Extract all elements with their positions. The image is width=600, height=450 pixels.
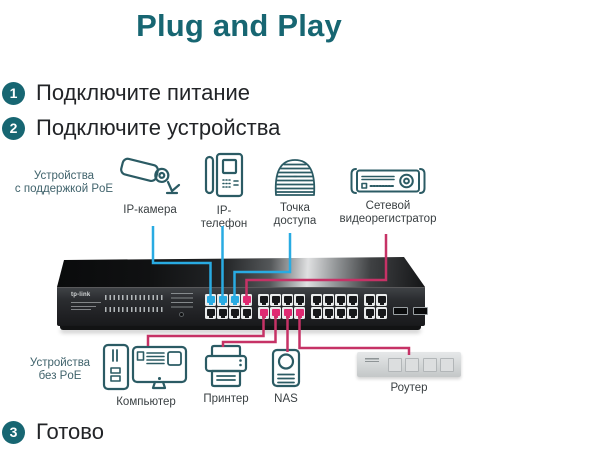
poe-group-label-line1: Устройства — [33, 170, 95, 182]
port — [335, 294, 346, 306]
ip-camera-label: IP-камера — [123, 204, 177, 216]
port — [282, 294, 293, 306]
port-blue — [217, 294, 228, 306]
port-group-2 — [258, 294, 305, 319]
sfp-slots — [393, 307, 428, 315]
non-poe-group-label-line1: Устройства — [29, 357, 91, 369]
router-label: Роутер — [390, 382, 428, 394]
ip-phone-icon — [204, 152, 244, 200]
port — [270, 294, 281, 306]
step-2: 2 Подключите устройства — [2, 115, 280, 141]
switch-brand-logo: tp-link — [71, 292, 91, 298]
poe-group-label-line2: с поддержкой PoE — [14, 183, 114, 195]
step-1: 1 Подключите питание — [2, 80, 250, 106]
port-blue — [205, 294, 216, 306]
device-ip-phone: IP-телефон — [196, 152, 252, 231]
switch-led-row-2 — [105, 307, 163, 312]
port — [294, 294, 305, 306]
switch-model-text — [71, 302, 101, 313]
port-group-1 — [205, 294, 252, 319]
switch-led-row-1 — [105, 295, 163, 300]
port-pink — [258, 307, 269, 319]
step-3: 3 Готово — [2, 419, 104, 445]
port — [347, 307, 358, 319]
switch-front-panel: tp-link — [57, 287, 428, 326]
printer-icon — [203, 344, 249, 388]
device-computer: Компьютер — [100, 343, 192, 409]
port — [258, 294, 269, 306]
port — [323, 307, 334, 319]
step-3-label: Готово — [36, 419, 104, 444]
port-blue — [229, 294, 240, 306]
port — [229, 307, 240, 319]
nvr-label: Сетевой видеорегистратор — [339, 200, 437, 225]
port-pink — [294, 307, 305, 319]
non-poe-group-label-line2: без PoE — [38, 370, 82, 382]
port — [205, 307, 216, 319]
computer-label: Компьютер — [116, 396, 176, 408]
port — [311, 294, 322, 306]
step-2-label: Подключите устройства — [36, 115, 281, 140]
port — [347, 294, 358, 306]
non-poe-group-label: Устройства без PoE — [20, 357, 100, 383]
port — [311, 307, 322, 319]
port — [217, 307, 228, 319]
device-access-point: Точка доступа — [266, 155, 324, 228]
router-photo — [357, 352, 461, 377]
sfp-slot-1 — [393, 307, 408, 315]
port — [241, 307, 252, 319]
network-switch: tp-link — [57, 257, 428, 331]
switch-reset-button — [179, 312, 184, 317]
nas-icon — [271, 348, 301, 388]
poe-group-label: Устройства с поддержкой PoE — [5, 170, 123, 196]
port-group-3 — [311, 294, 358, 319]
port-pink — [270, 307, 281, 319]
nvr-icon — [349, 167, 427, 195]
nas-label: NAS — [274, 393, 298, 405]
page-title: Plug and Play — [136, 8, 342, 43]
port — [335, 307, 346, 319]
switch-led-legend — [171, 293, 193, 308]
port-pink — [282, 307, 293, 319]
step-1-label: Подключите питание — [36, 80, 250, 105]
step-2-number-badge: 2 — [2, 116, 25, 140]
uplink-ports — [364, 294, 387, 319]
switch-base — [60, 326, 421, 330]
device-router: Роутер — [356, 352, 462, 395]
port-block — [205, 294, 428, 319]
device-printer: Принтер — [199, 344, 253, 406]
device-nvr: Сетевой видеорегистратор — [330, 155, 446, 226]
port-pink — [241, 294, 252, 306]
router-logo-mark — [365, 358, 379, 362]
device-nas: NAS — [262, 348, 310, 406]
computer-icon — [102, 343, 190, 391]
printer-label: Принтер — [203, 393, 249, 405]
step-1-number-badge: 1 — [2, 81, 25, 105]
port — [323, 294, 334, 306]
step-3-number-badge: 3 — [2, 420, 25, 444]
ip-camera-icon — [118, 155, 182, 199]
access-point-icon — [271, 155, 319, 197]
device-ip-camera: IP-камера — [116, 155, 184, 217]
switch-top-face — [57, 257, 425, 287]
router-ports — [387, 358, 454, 372]
sfp-slot-2 — [413, 307, 428, 315]
ip-phone-label: IP-телефон — [200, 205, 248, 230]
access-point-label: Точка доступа — [273, 202, 317, 227]
